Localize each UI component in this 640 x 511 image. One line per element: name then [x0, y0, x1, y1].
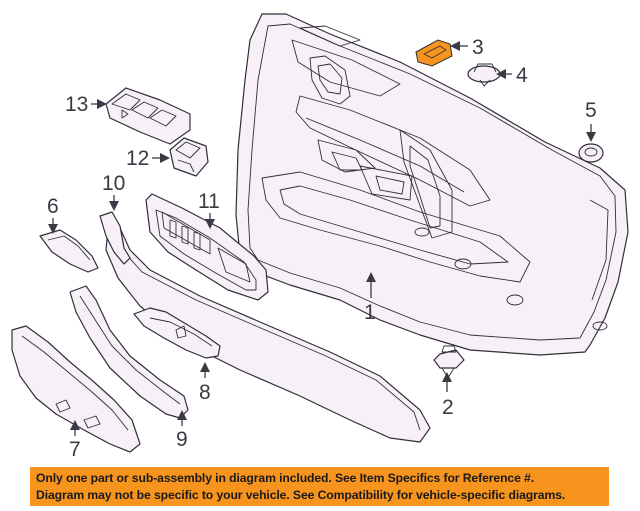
- callout-8: 8: [199, 362, 211, 404]
- callout-10: 10: [102, 172, 125, 211]
- grommet: [578, 143, 604, 163]
- callout-1: 1: [364, 272, 376, 324]
- switch-bezel: [145, 193, 269, 301]
- callout-11: 11: [198, 190, 220, 229]
- callout-6: 6: [47, 195, 59, 234]
- callout-label-1: 1: [364, 301, 376, 324]
- callout-label-9: 9: [176, 428, 188, 451]
- lower-cover-panel: [11, 325, 141, 453]
- callout-5: 5: [585, 99, 597, 142]
- callout-label-13: 13: [65, 93, 88, 116]
- disclaimer-line-2: Diagram may not be specific to your vehi…: [36, 488, 566, 502]
- callout-12: 12: [126, 147, 170, 170]
- callout-label-12: 12: [126, 147, 149, 170]
- push-clip: [467, 63, 501, 87]
- disclaimer-line-1: Only one part or sub-assembly in diagram…: [36, 471, 535, 485]
- callout-label-10: 10: [102, 172, 125, 195]
- callout-label-4: 4: [516, 64, 528, 87]
- window-switch-assembly: [105, 87, 191, 145]
- callout-label-11: 11: [198, 190, 220, 213]
- callout-label-7: 7: [69, 438, 81, 461]
- disclaimer-banner: Only one part or sub-assembly in diagram…: [30, 467, 609, 506]
- callout-3: 3: [450, 36, 484, 59]
- callout-7: 7: [69, 420, 81, 461]
- callout-13: 13: [65, 93, 107, 116]
- mirror-switch: [169, 137, 209, 177]
- callout-label-2: 2: [442, 396, 454, 419]
- highlighted-clip: [415, 39, 453, 67]
- curved-trim-piece: [69, 285, 189, 419]
- callout-label-8: 8: [199, 381, 211, 404]
- callout-label-6: 6: [47, 195, 59, 218]
- door-trim-panel: [235, 13, 629, 356]
- small-cover-cap: [39, 229, 99, 273]
- callout-2: 2: [442, 372, 454, 419]
- callout-4: 4: [496, 64, 528, 87]
- callout-label-5: 5: [585, 99, 597, 122]
- fastener-clip: [433, 345, 465, 379]
- small-trim-bracket: [133, 307, 221, 359]
- callout-label-3: 3: [472, 36, 484, 59]
- callout-9: 9: [176, 410, 188, 451]
- upper-trim-strip: [99, 211, 131, 265]
